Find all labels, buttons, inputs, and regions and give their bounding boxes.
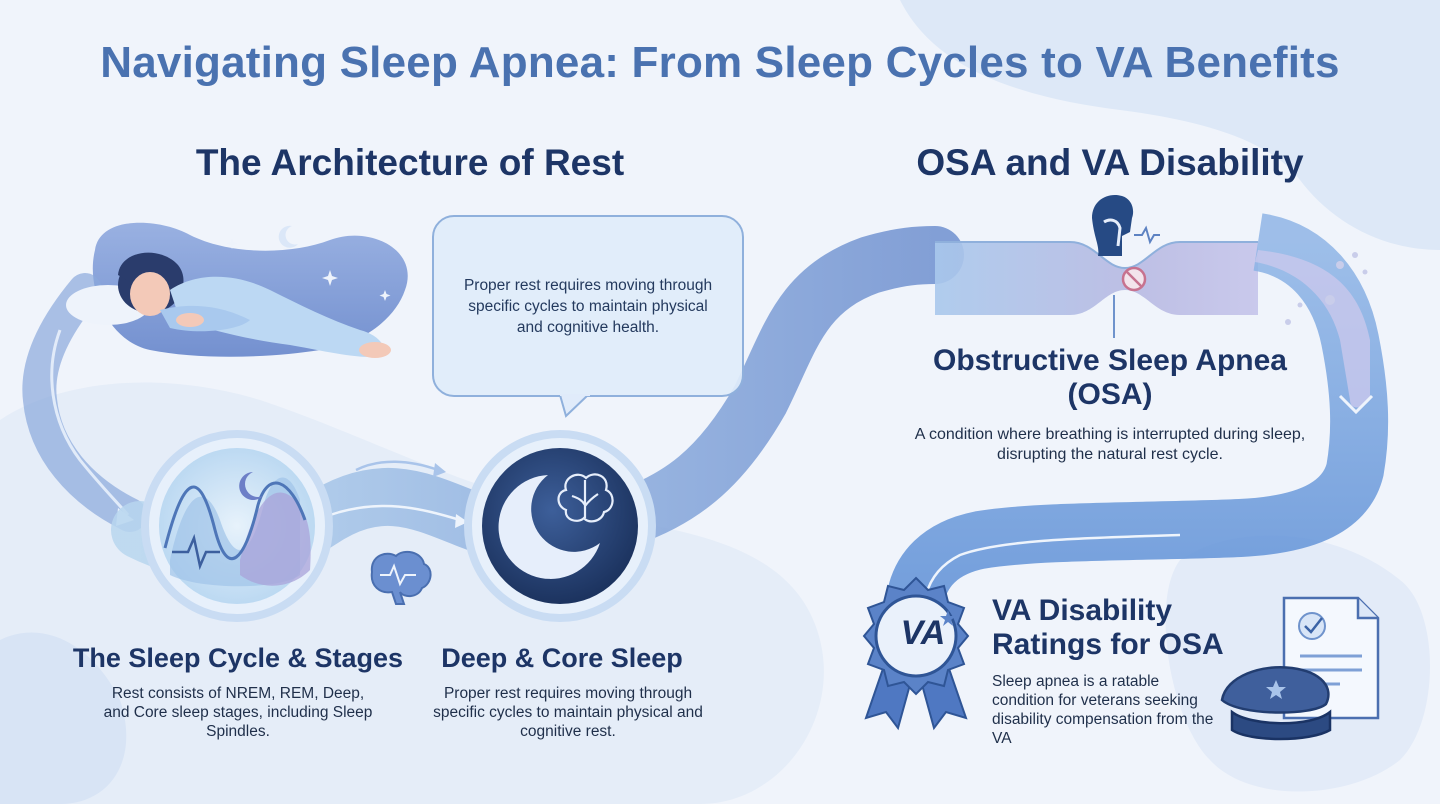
osa-title: Obstructive Sleep Apnea (OSA) [933, 344, 1287, 411]
section-title-osa-va: OSA and VA Disability [916, 142, 1304, 183]
airway-head-icon [1092, 194, 1160, 256]
crescent-moon-icon [278, 225, 298, 248]
section-title-architecture: The Architecture of Rest [195, 142, 625, 183]
va-ribbon-badge-icon [862, 576, 970, 731]
speech-bubble-text: Proper rest requires moving through spec… [463, 276, 713, 336]
sleeping-woman-illustration [66, 252, 391, 358]
speech-bubble-tail [559, 394, 590, 418]
military-cap-icon [1220, 666, 1332, 741]
sleep-cycle-title: The Sleep Cycle & Stages [72, 643, 404, 673]
deep-core-title: Deep & Core Sleep [441, 643, 683, 673]
brain-icon [370, 550, 432, 605]
va-badge-label: VA [900, 614, 946, 652]
blocked-airway-icon [1121, 266, 1147, 292]
sleep-wave-icon [141, 430, 333, 622]
crescent-moon-icon [464, 430, 656, 622]
sleep-cycle-description: Rest consists of NREM, REM, Deep, and Co… [103, 685, 373, 740]
va-ratings-description: Sleep apnea is a ratable condition for v… [992, 673, 1214, 746]
va-ratings-title: VA Disability Ratings for OSA [992, 594, 1224, 661]
deep-core-description: Proper rest requires moving through spec… [433, 685, 703, 740]
main-title: Navigating Sleep Apnea: From Sleep Cycle… [100, 38, 1340, 87]
speech-bubble: Proper rest requires moving through spec… [432, 215, 744, 397]
brain-icon [557, 473, 614, 523]
osa-description: A condition where breathing is interrupt… [914, 426, 1306, 463]
